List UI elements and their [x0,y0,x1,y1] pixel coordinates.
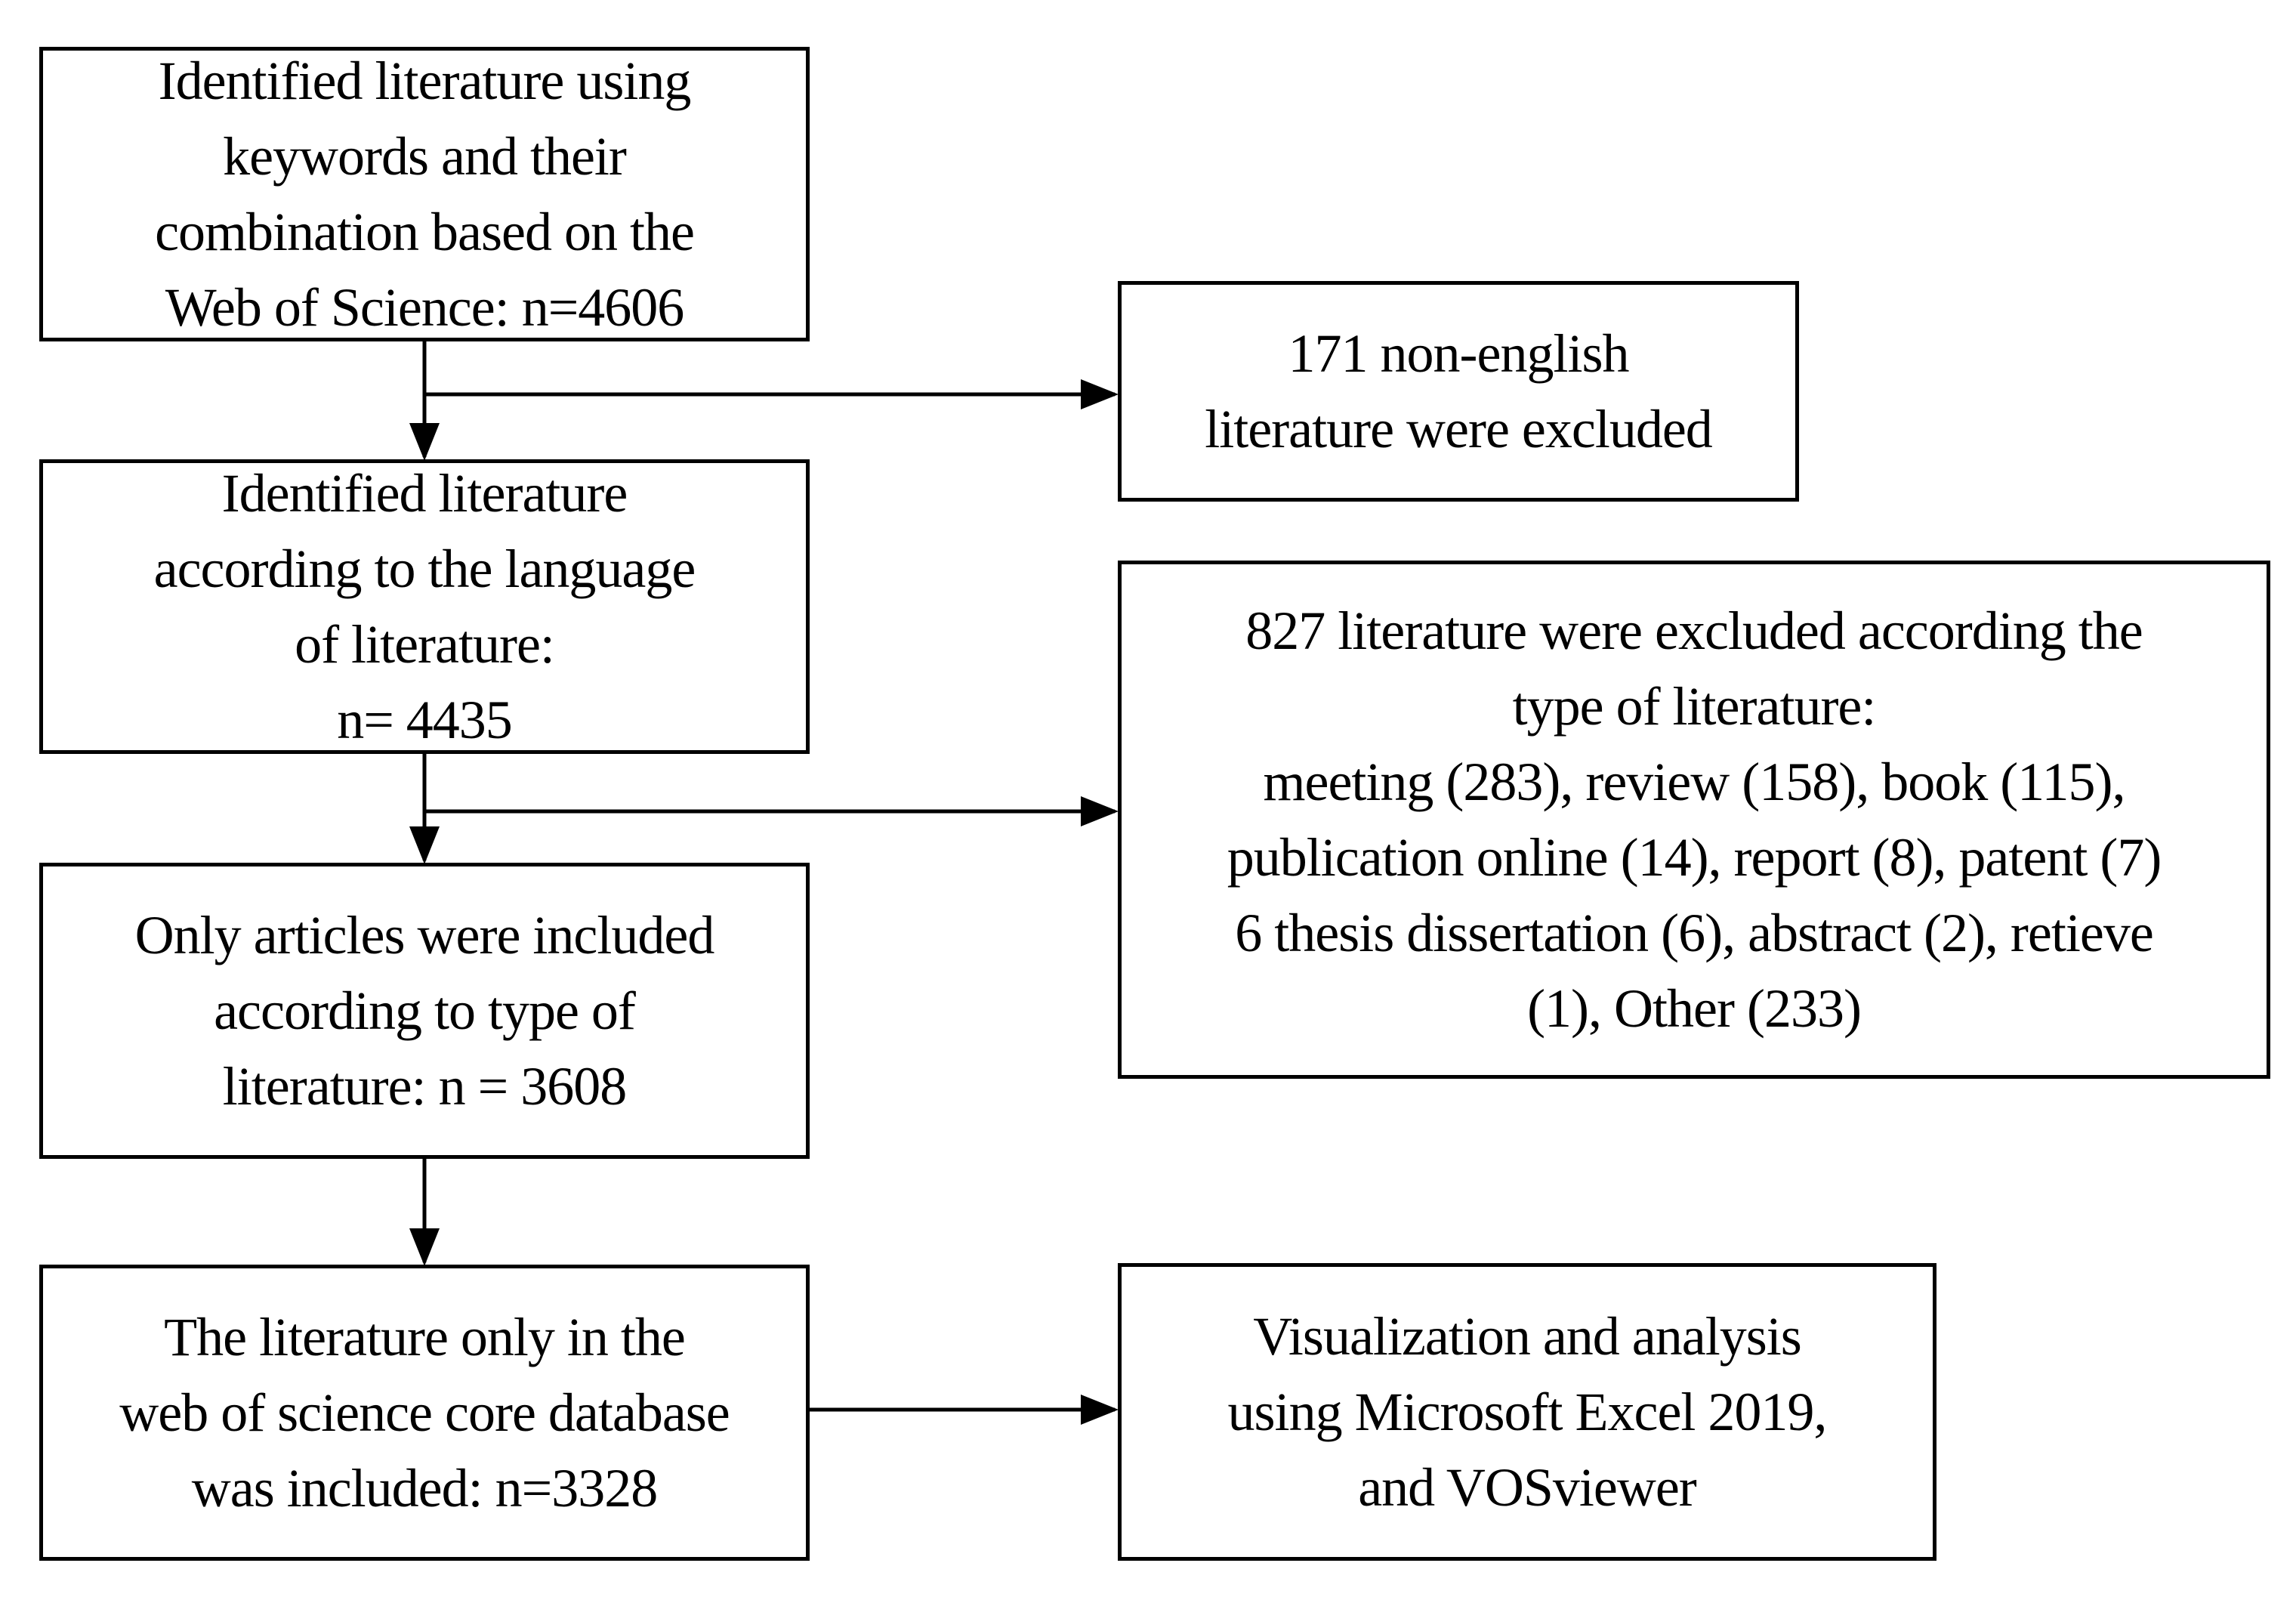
node-text-line: Identified literature [221,463,628,524]
node-text-line: literature were excluded [1205,399,1713,459]
node-text-line: of literature: [295,614,555,675]
node-text-line: Identified literature using [158,51,692,111]
node-articles-only: Only articles were included according to… [39,863,810,1159]
node-text-line: Visualization and analysis [1253,1306,1801,1367]
node-text-line: literature: n = 3608 [222,1056,627,1117]
node-text-line: Only articles were included [134,905,715,965]
node-text-line: n= 4435 [337,690,513,750]
node-non-english-excluded: 171 non-english literature were excluded [1118,281,1799,502]
node-text-line: 6 thesis dissertation (6), abstract (2),… [1235,903,2154,963]
node-text-line: type of literature: [1512,676,1877,737]
node-text-line: Web of Science: n=4606 [165,277,685,338]
node-text-line: 171 non-english [1288,323,1630,384]
node-visualization-analysis: Visualization and analysis using Microso… [1118,1263,1936,1561]
node-text-line: according to the language [153,539,696,599]
node-text-line: keywords and their [223,126,627,187]
node-text-line: according to type of [214,981,636,1041]
node-text-line: and VOSviewer [1358,1457,1697,1518]
node-type-excluded: 827 literature were excluded according t… [1118,561,2270,1079]
node-text-line: 827 literature were excluded according t… [1245,601,2143,661]
node-text-line: combination based on the [155,202,695,262]
node-text-line: publication online (14), report (8), pat… [1227,827,2162,888]
node-identified-literature: Identified literature using keywords and… [39,47,810,341]
node-text-line: was included: n=3328 [191,1458,659,1518]
node-core-database: The literature only in the web of scienc… [39,1265,810,1561]
node-text-line: meeting (283), review (158), book (115), [1263,752,2125,812]
node-text-line: The literature only in the [164,1307,686,1367]
node-language-filter: Identified literature according to the l… [39,459,810,754]
node-text-line: (1), Other (233) [1527,978,1862,1039]
node-text-line: web of science core database [119,1382,730,1443]
node-text-line: using Microsoft Excel 2019, [1227,1382,1828,1442]
